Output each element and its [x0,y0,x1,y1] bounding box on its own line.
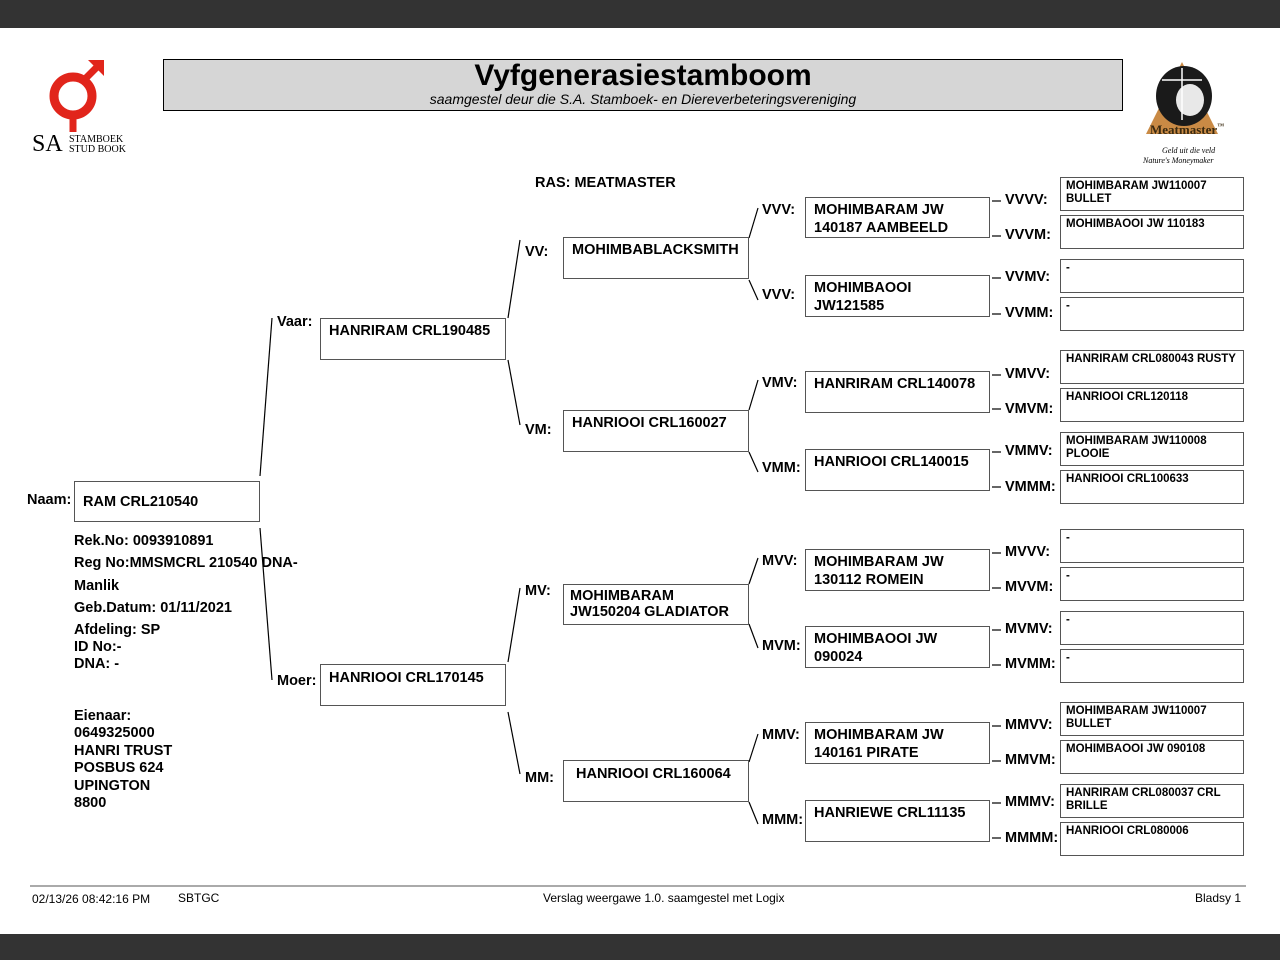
id-no: ID No:- [74,639,122,655]
logo-line1: STAMBOEK [69,134,124,145]
gen4-box: - [1060,529,1244,563]
gen4-box: HANRIOOI CRL080006 [1060,822,1244,856]
gen4-box: MOHIMBAOOI JW 110183 [1060,215,1244,249]
owner-line-3: POSBUS 624 [74,760,164,776]
studbook-symbol-icon [49,60,104,132]
birth-date: Geb.Datum: 01/11/2021 [74,600,232,616]
gen4-box: - [1060,649,1244,683]
dam-box: HANRIOOI CRL170145 [320,664,506,706]
vm-box: HANRIOOI CRL160027 [563,410,749,452]
sex: Manlik [74,578,120,594]
meatmaster-brand: Meatmaster™ [1150,122,1225,137]
gen4-box: - [1060,297,1244,331]
gen4-label: VVVM: [1005,227,1051,243]
afdeling: Afdeling: SP [74,622,161,638]
viewer-top-bar [0,0,1280,28]
vvm-box: MOHIMBAOOI JW121585 [805,275,990,317]
vv-label: VV: [525,244,549,260]
mv-box: MOHIMBARAM JW150204 GLADIATOR [563,584,749,625]
gen4-box: MOHIMBAOOI JW 090108 [1060,740,1244,774]
vvv-label: VVV: [762,202,796,218]
gen4-box: HANRIOOI CRL120118 [1060,388,1244,422]
gen4-box: MOHIMBARAM JW110007 BULLET [1060,177,1244,211]
gen4-box: MOHIMBARAM JW110007 BULLET [1060,702,1244,736]
rek-no: Rek.No: 0093910891 [74,533,214,549]
owner-label: Eienaar: [74,708,132,724]
gen4-box: - [1060,611,1244,645]
dam-label: Moer: [277,673,317,689]
name-label: Naam: [27,492,72,508]
vmm-box: HANRIOOI CRL140015 [805,449,990,491]
gen4-label: VMVV: [1005,366,1051,382]
mm-label: MM: [525,770,554,786]
title-banner: Vyfgenerasiestamboom saamgestel deur die… [163,59,1123,111]
gen4-box: HANRIOOI CRL100633 [1060,470,1244,504]
gen4-label: VMMM: [1005,479,1056,495]
footer-code: SBTGC [178,891,220,905]
gen4-box: - [1060,259,1244,293]
vmv-label: VMV: [762,375,798,391]
footer-page: Bladsy 1 [1195,891,1242,905]
gen4-label: MMVM: [1005,752,1056,768]
owner-line-5: 8800 [74,795,107,811]
gen4-box: - [1060,567,1244,601]
gen4-label: VVMM: [1005,305,1054,321]
viewer-bottom-bar [0,934,1280,960]
gen4-box: HANRIRAM CRL080043 RUSTY [1060,350,1244,384]
gen4-label: VMVM: [1005,401,1054,417]
gen4-label: VVMV: [1005,269,1051,285]
footer-datetime: 02/13/26 08:42:16 PM [32,892,151,906]
vmv-box: HANRIRAM CRL140078 [805,371,990,413]
mm-box: HANRIOOI CRL160064 [563,760,749,802]
mvv-box: MOHIMBARAM JW 130112 ROMEIN [805,549,990,591]
gen4-label: MVMM: [1005,656,1056,672]
gen4-label: MMMM: [1005,830,1059,846]
sire-label: Vaar: [277,314,313,330]
logo-sa-text: SA [32,131,63,157]
mmm-label: MMM: [762,812,804,828]
meatmaster-emblem-icon [1146,62,1218,134]
gen4-label: VVVV: [1005,192,1048,208]
gen4-label: MMMV: [1005,794,1055,810]
owner-line-1: 0649325000 [74,725,155,741]
gen4-box: MOHIMBARAM JW110008 PLOOIE [1060,432,1244,466]
mvm-box: MOHIMBAOOI JW 090024 [805,626,990,668]
owner-line-2: HANRI TRUST [74,743,173,759]
mmv-label: MMV: [762,727,800,743]
subject-animal-box: RAM CRL210540 [74,481,260,522]
gen4-label: MVVM: [1005,579,1054,595]
mmv-box: MOHIMBARAM JW 140161 PIRATE [805,722,990,764]
vmm-label: VMM: [762,460,801,476]
mv-label: MV: [525,583,551,599]
sire-box: HANRIRAM CRL190485 [320,318,506,360]
gen4-label: MVVV: [1005,544,1051,560]
footer-report: Verslag weergawe 1.0. saamgestel met Log… [543,891,785,905]
gen4-label: VMMV: [1005,443,1053,459]
meatmaster-tagline-2: Nature's Moneymaker [1143,156,1214,165]
page-subtitle: saamgestel deur die S.A. Stamboek- en Di… [429,91,857,107]
dna: DNA: - [74,656,120,672]
logo-line2: STUD BOOK [69,144,126,155]
page-title: Vyfgenerasiestamboom [474,59,812,92]
owner-line-4: UPINGTON [74,778,151,794]
mvv-label: MVV: [762,553,798,569]
meatmaster-tagline-1: Geld uit die veld [1162,146,1216,155]
vv-box: MOHIMBABLACKSMITH [563,237,749,279]
vvm-label: VVV: [762,287,796,303]
reg-no: Reg No:MMSMCRL 210540 DNA- [74,555,298,571]
gen4-box: HANRIRAM CRL080037 CRL BRILLE [1060,784,1244,818]
vvv-box: MOHIMBARAM JW 140187 AAMBEELD [805,197,990,238]
gen4-label: MVMV: [1005,621,1053,637]
breed-label: RAS: MEATMASTER [535,175,676,191]
gen4-label: MMVV: [1005,717,1053,733]
mvm-label: MVM: [762,638,801,654]
vm-label: VM: [525,422,552,438]
mmm-box: HANRIEWE CRL11135 [805,800,990,842]
